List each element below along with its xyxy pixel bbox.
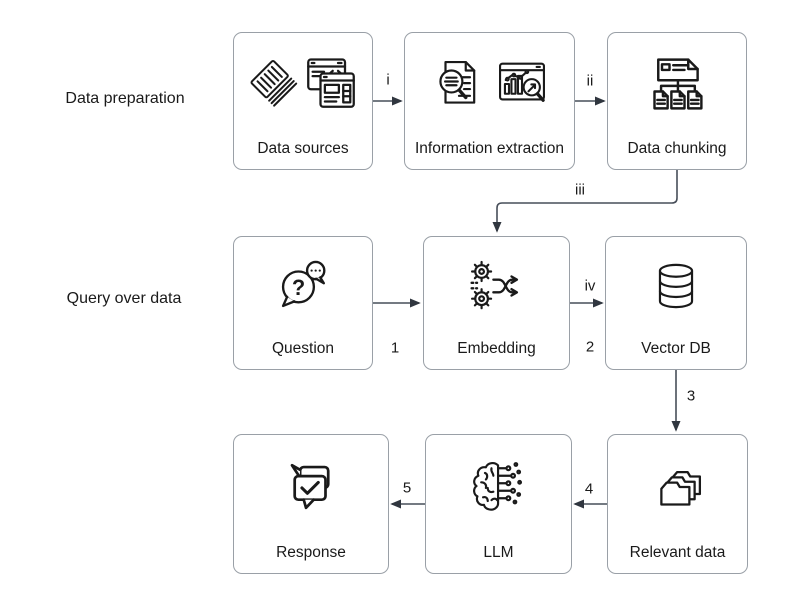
brain-circuit-icon bbox=[472, 462, 522, 511]
node-vector-db: Vector DB bbox=[605, 236, 747, 370]
node-response-icons bbox=[234, 443, 388, 531]
node-response: Response bbox=[233, 434, 389, 574]
node-question-icons: ? bbox=[234, 245, 372, 327]
node-label: LLM bbox=[483, 544, 514, 561]
node-label: Data sources bbox=[257, 140, 349, 157]
node-data-chunking: Data chunking bbox=[607, 32, 747, 170]
document-split-icon bbox=[653, 58, 703, 110]
node-label: Embedding bbox=[457, 340, 536, 357]
node-information-extraction: Information extraction bbox=[404, 32, 575, 170]
node-relevant-data-icons bbox=[608, 443, 747, 531]
question-bubbles-icon: ? bbox=[281, 260, 326, 308]
edge-label-5: 5 bbox=[402, 479, 412, 497]
edge-label-i: i bbox=[386, 71, 390, 89]
node-vector-db-icons bbox=[606, 245, 746, 327]
node-label: Information extraction bbox=[414, 140, 565, 157]
chart-magnifier-icon bbox=[498, 62, 545, 102]
edge-label-iv: iv bbox=[584, 277, 596, 295]
edge-iii-arrow bbox=[492, 170, 678, 233]
node-data-chunking-icons bbox=[608, 41, 746, 127]
node-embedding-icons bbox=[424, 245, 569, 327]
node-data-sources: Data sources bbox=[233, 32, 373, 170]
section-label-data-preparation: Data preparation bbox=[65, 90, 185, 107]
gears-shuffle-icon bbox=[469, 260, 518, 310]
folders-stack-icon bbox=[659, 470, 701, 506]
node-embedding: Embedding bbox=[423, 236, 570, 370]
edge-label-3: 3 bbox=[686, 387, 696, 405]
database-icon bbox=[658, 263, 694, 309]
node-question: ? Question bbox=[233, 236, 373, 370]
web-pages-icon bbox=[306, 58, 355, 108]
document-search-icon bbox=[438, 60, 475, 104]
section-label-query-over-data: Query over data bbox=[66, 290, 182, 307]
papers-stack-icon bbox=[250, 59, 297, 107]
node-label: Vector DB bbox=[641, 340, 711, 357]
edge-label-ii: ii bbox=[586, 72, 594, 90]
node-llm-icons bbox=[426, 443, 571, 531]
svg-text:?: ? bbox=[292, 275, 305, 300]
node-information-extraction-icons bbox=[405, 41, 574, 127]
node-label: Data chunking bbox=[627, 140, 727, 157]
chat-check-icon bbox=[290, 463, 330, 510]
node-label: Relevant data bbox=[629, 544, 726, 561]
node-relevant-data: Relevant data bbox=[607, 434, 748, 574]
node-label: Response bbox=[276, 544, 346, 561]
node-data-sources-icons bbox=[234, 41, 372, 127]
edge-label-iii: iii bbox=[575, 181, 585, 199]
node-llm: LLM bbox=[425, 434, 572, 574]
edge-label-2: 2 bbox=[585, 338, 595, 356]
edge-label-1: 1 bbox=[390, 339, 400, 357]
node-label: Question bbox=[271, 340, 335, 357]
edge-label-4: 4 bbox=[584, 480, 594, 498]
